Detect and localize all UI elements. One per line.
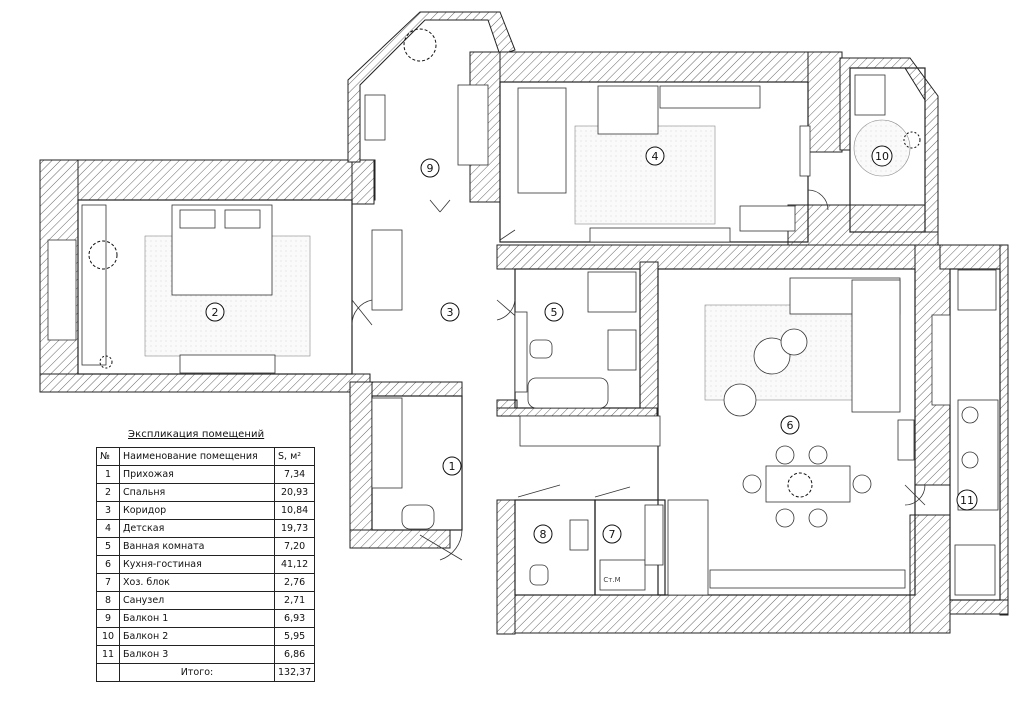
row-name: Кухня-гостиная — [119, 555, 275, 574]
row-name: Балкон 2 — [119, 627, 275, 646]
room-marker-10 — [871, 145, 893, 167]
svg-text:4: 4 — [652, 150, 659, 163]
row-no: 2 — [96, 483, 120, 502]
svg-text:11: 11 — [960, 494, 974, 507]
row-area: 2,71 — [273, 591, 316, 610]
svg-text:5: 5 — [551, 306, 558, 319]
bathtub — [527, 377, 609, 409]
row-area: 20,93 — [273, 483, 316, 502]
room-marker-4 — [645, 146, 665, 166]
row-name: Хоз. блок — [119, 573, 275, 592]
walls — [39, 11, 1009, 635]
row-area: 7,34 — [273, 465, 316, 484]
row-name: Прихожая — [119, 465, 275, 484]
table-total-row: Итого: 132,37 — [96, 663, 316, 682]
row-name: Коридор — [119, 501, 275, 520]
room-numbers: 1 2 3 4 5 6 7 8 9 10 11 Ст.М — [212, 150, 975, 584]
room-markers — [205, 145, 978, 544]
room-marker-5 — [544, 302, 564, 322]
svg-text:10: 10 — [875, 150, 889, 163]
furniture — [47, 74, 999, 596]
row-no: 8 — [96, 591, 120, 610]
row-area: 6,93 — [273, 609, 316, 628]
total-label: Итого: — [119, 663, 275, 682]
row-area: 10,84 — [273, 501, 316, 520]
row-no: 9 — [96, 609, 120, 628]
room-marker-2 — [205, 302, 225, 322]
room-marker-6 — [780, 415, 800, 435]
legend-title: Экспликация помещений — [128, 429, 265, 440]
dining-table — [765, 465, 851, 503]
row-no: 1 — [96, 465, 120, 484]
total-value: 132,37 — [273, 663, 316, 682]
svg-text:6: 6 — [787, 419, 794, 432]
svg-text:9: 9 — [427, 162, 434, 175]
svg-text:1: 1 — [449, 460, 456, 473]
row-name: Балкон 3 — [119, 645, 275, 664]
row-area: 6,86 — [273, 645, 316, 664]
row-no: 10 — [96, 627, 120, 646]
doors — [351, 189, 926, 561]
svg-text:7: 7 — [609, 528, 616, 541]
room-marker-7 — [602, 524, 622, 544]
row-name: Детская — [119, 519, 275, 538]
fixture-label: Ст.М — [603, 576, 620, 584]
svg-text:8: 8 — [540, 528, 547, 541]
room-marker-1 — [442, 456, 462, 476]
row-area: 41,12 — [273, 555, 316, 574]
row-no: 6 — [96, 555, 120, 574]
row-name: Ванная комната — [119, 537, 275, 556]
row-name: Балкон 1 — [119, 609, 275, 628]
plants — [88, 28, 921, 498]
row-area: 7,20 — [273, 537, 316, 556]
child-bed-1 — [517, 87, 567, 194]
svg-text:3: 3 — [447, 306, 454, 319]
child-bed-2 — [597, 85, 659, 135]
svg-text:2: 2 — [212, 306, 219, 319]
row-no: 5 — [96, 537, 120, 556]
row-name: Санузел — [119, 591, 275, 610]
table-header: № Наименование помещения S, м² — [96, 447, 316, 466]
col-header-no: № — [96, 447, 120, 466]
room-marker-11 — [956, 489, 978, 511]
col-header-name: Наименование помещения — [119, 447, 275, 466]
row-area: 19,73 — [273, 519, 316, 538]
row-name: Спальня — [119, 483, 275, 502]
row-area: 2,76 — [273, 573, 316, 592]
room-marker-8 — [533, 524, 553, 544]
row-no: 4 — [96, 519, 120, 538]
row-no: 7 — [96, 573, 120, 592]
total-empty — [96, 663, 120, 682]
row-no: 3 — [96, 501, 120, 520]
room-marker-9 — [420, 158, 440, 178]
col-header-area: S, м² — [273, 447, 316, 466]
row-no: 11 — [96, 645, 120, 664]
row-area: 5,95 — [273, 627, 316, 646]
room-marker-3 — [440, 302, 460, 322]
